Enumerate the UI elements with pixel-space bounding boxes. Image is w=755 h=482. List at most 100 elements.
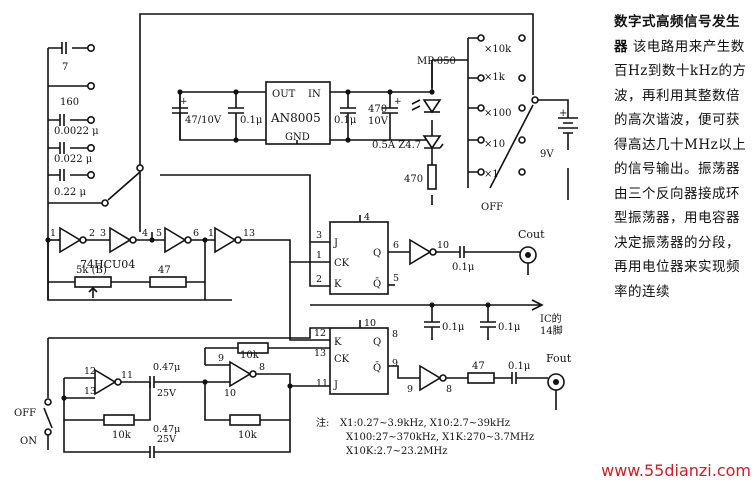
svg-text:12: 12: [84, 366, 96, 377]
cout-stage: 10 0.1μ Cout: [409, 228, 545, 275]
ff1-ck: CK: [334, 258, 350, 269]
switch-off-label: OFF: [14, 408, 36, 419]
battery-label: 9V: [540, 149, 554, 160]
svg-text:9: 9: [392, 358, 398, 369]
svg-text:9: 9: [218, 353, 224, 364]
fout-label: Fout: [546, 352, 572, 365]
capacitor-bank: 7 160 0.0022 μ 0.022 μ 0.22 μ: [47, 42, 232, 301]
range-x1k: ×1k: [484, 72, 506, 83]
ic-pin-label2: 14脚: [540, 324, 563, 337]
off-label: OFF: [481, 202, 503, 213]
svg-text:6: 6: [393, 240, 399, 251]
watermark: www.55dianzi.com: [601, 461, 751, 480]
resistor-47-label: 47: [158, 265, 171, 276]
reg-out-label: OUT: [272, 89, 296, 100]
bus-cap-label-b: 0.1μ: [498, 322, 521, 333]
flip-flop-1: J CK K Q Q̄ 4 3 1 2 6 5: [309, 212, 410, 295]
capacitor-selector-switch: [101, 164, 144, 232]
svg-text:8: 8: [446, 384, 452, 395]
svg-text:13: 13: [314, 348, 326, 359]
ff2-k: K: [334, 337, 342, 348]
range-x1: ×1: [484, 169, 499, 180]
cap-01-label-a: 0.1μ: [240, 115, 263, 126]
svg-text:1: 1: [50, 228, 56, 239]
pot-label: 5k (B): [76, 265, 107, 276]
ff2-qbar: Q̄: [373, 362, 381, 374]
note-line-2: X100:27~370kHz, X1K:270~3.7MHz: [346, 432, 534, 443]
svg-text:5: 5: [156, 228, 162, 239]
ic-supply-bus: 0.1μ 0.1μ IC的 14脚: [310, 299, 563, 340]
description-text: 数字式高频信号发生器 该电路用来产生数百Hz到数十kHz的方波，再利用其整数倍的…: [614, 10, 752, 304]
svg-text:5: 5: [393, 273, 399, 284]
ic-pin-label: IC的: [540, 312, 562, 325]
led-zener: 0.5A Z4.7 MP-050 470: [372, 56, 456, 190]
note-line-3: X10K:2.7~23.2MHz: [346, 446, 447, 457]
ff2-q: Q: [373, 337, 381, 348]
cap-25v-label-a: 25V: [157, 388, 176, 399]
inverter-chain: [47, 226, 330, 341]
bus-cap-label-a: 0.1μ: [442, 322, 465, 333]
battery: + 9V: [538, 99, 578, 200]
cap-label-3: 0.0022 μ: [54, 126, 99, 137]
svg-text:10: 10: [224, 388, 236, 399]
svg-text:13: 13: [84, 386, 96, 397]
svg-text:10: 10: [437, 240, 449, 251]
bottom-oscillator: OFF ON 12 13 11 0.47μ 25V 10k 9 10 8 10k…: [14, 327, 330, 458]
cap-047-label-b: 0.47μ: [153, 424, 180, 435]
cap-01-label-b: 0.1μ: [334, 115, 357, 126]
ff1-k: K: [334, 279, 342, 290]
ff1-q: Q: [373, 248, 381, 259]
description-title: 数字式高频信号发生器: [614, 14, 740, 55]
svg-text:2: 2: [89, 228, 95, 239]
range-x10k: ×10k: [484, 44, 512, 55]
fout-resistor-label: 47: [472, 361, 485, 372]
svg-text:3: 3: [316, 230, 322, 241]
svg-text:6: 6: [193, 228, 199, 239]
cap-label-4: 0.022 μ: [54, 154, 93, 165]
svg-text:11: 11: [121, 370, 133, 381]
reg-name-label: AN8005: [270, 111, 321, 125]
cap-047-label-a: 0.47μ: [153, 362, 180, 373]
range-x10: ×10: [484, 139, 505, 150]
range-x100: ×100: [484, 108, 511, 119]
svg-text:+: +: [559, 108, 567, 119]
frequency-pot: 5k (B) 47: [48, 265, 205, 298]
svg-text:4: 4: [364, 212, 370, 223]
svg-text:4: 4: [142, 228, 148, 239]
filter-caps: + 47/10V 0.1μ 0.1μ + 470 10V: [172, 92, 402, 140]
svg-text:9: 9: [407, 384, 413, 395]
cap-470v-label: 10V: [368, 116, 389, 127]
svg-text:1: 1: [316, 250, 322, 261]
fout-stage: 9 8 47 0.1μ Fout: [407, 352, 572, 410]
svg-text:1: 1: [208, 228, 214, 239]
circuit-schematic: 7 160 0.0022 μ 0.022 μ 0.22 μ 74HCU04: [14, 13, 578, 458]
reg-gnd-label: GND: [285, 132, 310, 143]
svg-text:8: 8: [392, 329, 398, 340]
range-output-selector: ×10k ×1k ×100 ×10 ×1 OFF: [467, 34, 539, 213]
resistor-10k-label-b: 10k: [112, 430, 132, 441]
cap-label-1: 7: [62, 62, 68, 73]
resistor-10k-label-a: 10k: [240, 350, 260, 361]
inverter-ic-label: 74HCU04: [80, 258, 135, 271]
cout-cap-label: 0.1μ: [452, 262, 475, 273]
resistor-470-label: 470: [404, 174, 423, 185]
switch-mp-label: MP-050: [417, 56, 456, 67]
reg-in-label: IN: [308, 89, 321, 100]
svg-text:12: 12: [314, 328, 326, 339]
flip-flop-2: K CK J Q Q̄ 10 8 9 12 13 11: [314, 318, 420, 395]
svg-text:13: 13: [243, 228, 255, 239]
range-note: 注: X1:0.27~3.9kHz, X10:2.7~39kHz X100:27…: [316, 416, 534, 457]
cap-label-5: 0.22 μ: [54, 187, 86, 198]
svg-text:10: 10: [364, 318, 376, 329]
regulator-ic: OUT IN AN8005 GND: [265, 81, 331, 145]
inverter-pins: 1 2 3 4 5 6 1 13: [50, 228, 255, 239]
switch-on-label: ON: [20, 436, 37, 447]
ff1-qbar: Q̄: [373, 278, 381, 290]
ff2-j: J: [333, 380, 338, 391]
svg-text:2: 2: [316, 274, 322, 285]
svg-text:3: 3: [100, 228, 106, 239]
description-body: 该电路用来产生数百Hz到数十kHz的方波，再利用其整数倍的高次谐波，便可获得高达…: [614, 38, 747, 300]
cap-47-label: 47/10V: [185, 115, 222, 126]
ff1-j: J: [333, 238, 338, 249]
svg-text:+: +: [180, 97, 188, 107]
